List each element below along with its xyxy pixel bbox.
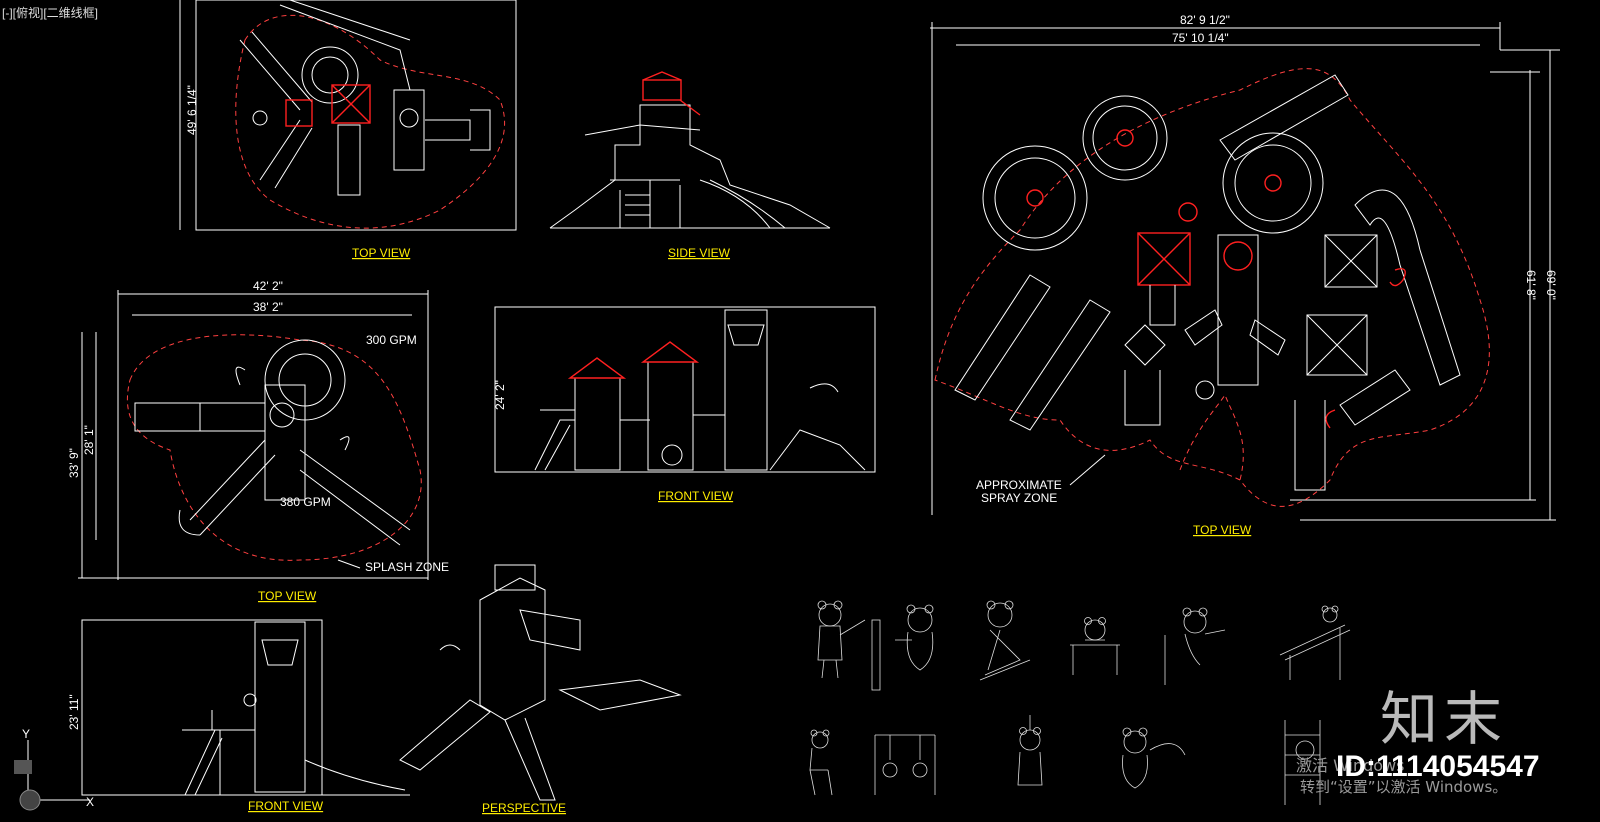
top-view-1-height-dim: 49' 6 1/4" xyxy=(185,85,199,135)
flow-380-gpm: 380 GPM xyxy=(280,495,331,509)
bear-figure xyxy=(1279,605,1351,680)
perspective-label: PERSPECTIVE xyxy=(482,801,566,815)
top-view-1: 49' 6 1/4" TOP VIEW xyxy=(179,0,517,260)
bear-figure xyxy=(979,600,1031,681)
bear-figure xyxy=(874,734,936,795)
top-view-3-label: TOP VIEW xyxy=(1193,523,1252,537)
top-view-3-outer-width: 82' 9 1/2" xyxy=(1180,13,1230,27)
bear-figure xyxy=(1070,617,1120,675)
bear-figure xyxy=(1017,715,1043,786)
top-view-3-inner-width: 75' 10 1/4" xyxy=(1172,31,1229,45)
front-view-2: 23' 11" FRONT VIEW xyxy=(67,619,410,813)
bear-figure xyxy=(895,604,934,671)
top-view-3: APPROXIMATE SPRAY ZONE 82' 9 1/2" 75' 10… xyxy=(930,13,1560,537)
front-view-2-label: FRONT VIEW xyxy=(248,799,324,813)
viewport-control[interactable]: [-][俯视][二维线框] xyxy=(2,6,99,20)
top-view-3-outer-height: 69' 0" xyxy=(1544,270,1558,300)
bear-figure xyxy=(1284,720,1321,805)
bear-figure xyxy=(817,600,881,691)
flow-300-gpm: 300 GPM xyxy=(366,333,417,347)
perspective-view: PERSPECTIVE xyxy=(399,564,682,815)
watermark-logo: 知末 xyxy=(1380,685,1509,753)
front-view-1: 24' 2" FRONT VIEW xyxy=(493,306,876,503)
splash-zone-label: SPLASH ZONE xyxy=(365,560,449,574)
activate-windows-hint: 转到“设置”以激活 Windows。 xyxy=(1300,778,1508,796)
bear-figures xyxy=(809,600,1351,805)
ucs-axes-icon: Y X xyxy=(14,727,94,811)
top-view-1-label: TOP VIEW xyxy=(352,246,411,260)
activate-windows-title: 激活 Windows xyxy=(1296,756,1405,775)
top-view-2-outer-height: 33' 9" xyxy=(67,448,81,478)
ucs-x-label: X xyxy=(86,795,94,809)
side-view: SIDE VIEW xyxy=(549,71,831,260)
top-view-3-inner-height: 61' 8" xyxy=(1524,270,1538,300)
ucs-y-label: Y xyxy=(22,727,30,741)
spray-zone-line1: APPROXIMATE xyxy=(976,478,1062,492)
front-view-2-height-dim: 23' 11" xyxy=(67,694,81,730)
front-view-1-label: FRONT VIEW xyxy=(658,489,734,503)
watermark-id: ID:1114054547 xyxy=(1336,750,1540,783)
spray-zone-line2: SPRAY ZONE xyxy=(981,491,1057,505)
side-view-label: SIDE VIEW xyxy=(668,246,731,260)
bear-figure xyxy=(809,729,833,796)
top-view-2-inner-height: 28' 1" xyxy=(82,425,96,455)
top-view-2-label: TOP VIEW xyxy=(258,589,317,603)
top-view-2-inner-width: 38' 2" xyxy=(253,300,283,314)
top-view-2: 300 GPM 380 GPM SPLASH ZONE 42' 2" 38' 2… xyxy=(67,279,449,603)
bear-figure xyxy=(1122,727,1186,789)
front-view-1-height-dim: 24' 2" xyxy=(493,380,507,410)
top-view-2-outer-width: 42' 2" xyxy=(253,279,283,293)
bear-figure xyxy=(1164,607,1226,685)
